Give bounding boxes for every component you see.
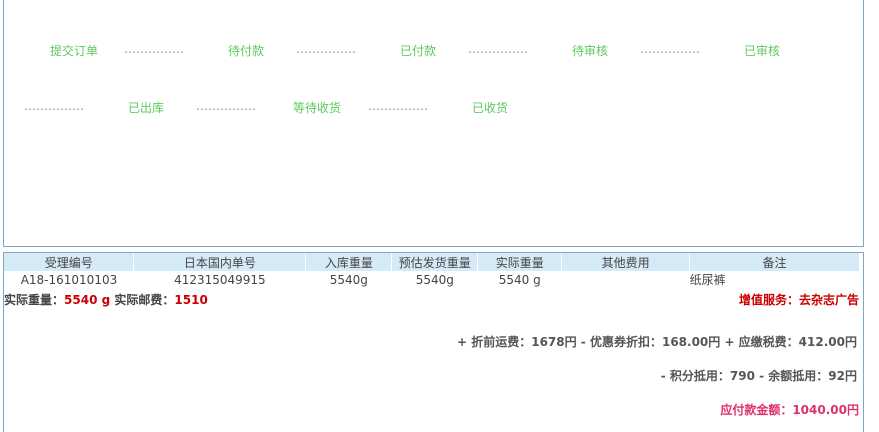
col-header-other-fees: 其他费用	[561, 253, 691, 271]
cell-estimated-weight: 5540g	[415, 272, 454, 287]
amount-due: 应付款金额：1040.00円	[720, 403, 859, 417]
col-header-estimated-weight: 预估发货重量	[391, 253, 479, 271]
step-shipped: 已出库	[128, 101, 165, 115]
col-header-inbound-weight: 入库重量	[305, 253, 393, 271]
value-added-service: 增值服务：去杂志广告	[738, 293, 859, 307]
step-separator: ……………	[368, 99, 428, 113]
step-separator: ……………	[640, 42, 700, 56]
col-header-remarks: 备注	[689, 253, 860, 271]
cell-receipt-no: A18-161010103	[20, 272, 118, 287]
order-progress-panel: 提交订单 …………… 待付款 …………… 已付款 …………… 待审核 ………………	[3, 0, 864, 247]
cell-other-fees	[562, 271, 690, 288]
step-awaiting-receipt: 等待收货	[293, 101, 342, 115]
fee-breakdown-line: + 折前运费：1678円 - 优惠券折扣：168.00円 + 应缴税费：412.…	[457, 335, 857, 349]
order-detail-panel: 受理编号 日本国内单号 入库重量 预估发货重量 实际重量 其他费用 备注 A18…	[3, 252, 864, 432]
cell-inbound-weight: 5540g	[329, 272, 368, 287]
deduction-line: - 积分抵用：790 - 余额抵用：92円	[660, 369, 857, 383]
actual-weight-value: 5540 g	[64, 293, 111, 307]
actual-postage-label: 实际邮费：	[114, 293, 175, 307]
col-header-actual-weight: 实际重量	[477, 253, 563, 271]
step-submit-order: 提交订单	[50, 44, 99, 58]
step-separator: ……………	[296, 42, 356, 56]
step-separator: ……………	[124, 42, 184, 56]
step-awaiting-review: 待审核	[572, 44, 609, 58]
step-reviewed: 已审核	[744, 44, 781, 58]
step-separator: ……………	[468, 42, 528, 56]
step-paid: 已付款	[400, 44, 437, 58]
actual-weight-label: 实际重量：	[4, 293, 65, 307]
col-header-japan-tracking: 日本国内单号	[133, 253, 307, 271]
cell-actual-weight: 5540 g	[498, 272, 541, 287]
actual-weight-postage-line: 实际重量：5540 g 实际邮费：1510	[4, 291, 208, 308]
step-separator: ……………	[24, 99, 84, 113]
actual-postage-value: 1510	[174, 293, 208, 307]
cell-japan-tracking: 412315049915	[174, 272, 266, 287]
step-received: 已收货	[472, 101, 509, 115]
table-header-row: 受理编号 日本国内单号 入库重量 预估发货重量 实际重量 其他费用 备注	[4, 253, 860, 271]
order-table: 受理编号 日本国内单号 入库重量 预估发货重量 实际重量 其他费用 备注 A18…	[4, 253, 860, 288]
step-awaiting-payment: 待付款	[228, 44, 265, 58]
col-header-receipt-no: 受理编号	[4, 253, 135, 271]
cell-remarks: 纸尿裤	[689, 273, 726, 287]
step-separator: ……………	[196, 99, 256, 113]
table-row: A18-161010103 412315049915 5540g 5540g 5…	[4, 271, 860, 288]
